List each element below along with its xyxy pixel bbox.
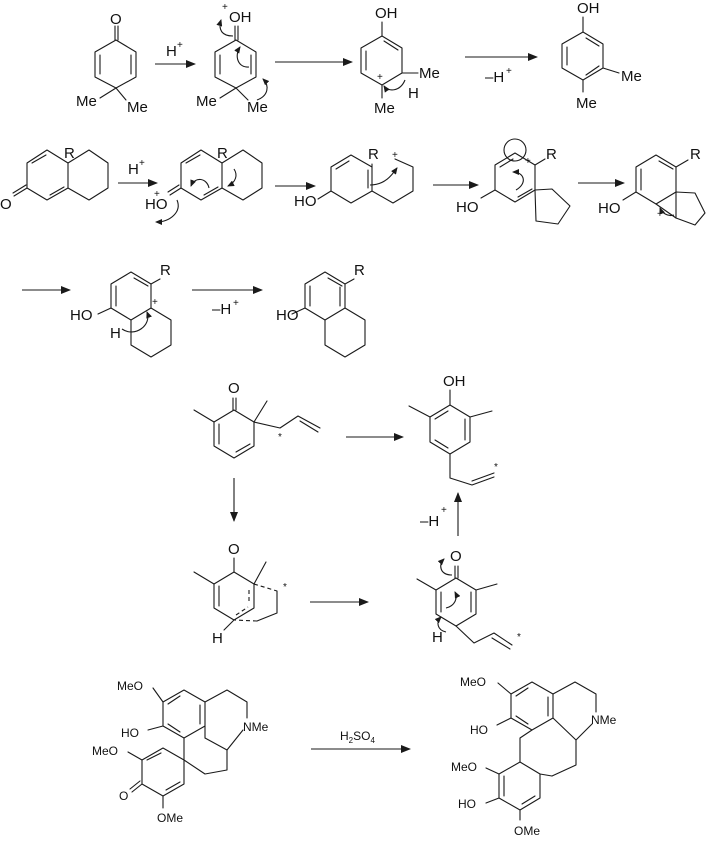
- molecule-cation-open: R + HO: [294, 146, 414, 210]
- svg-text:+: +: [506, 66, 512, 77]
- svg-text:+: +: [152, 297, 158, 308]
- svg-text:NMe: NMe: [243, 720, 269, 734]
- atom-label: Me: [76, 93, 97, 110]
- reaction-arrow: H +: [155, 40, 196, 68]
- svg-text:H: H: [432, 629, 443, 646]
- reaction-arrow-up: –H +: [420, 492, 462, 536]
- reaction-arrow: H2SO4: [311, 729, 411, 753]
- molecule-ring-expanded-cation: R + HO H: [70, 262, 172, 358]
- svg-text:*: *: [494, 462, 498, 473]
- svg-text:+: +: [377, 72, 383, 83]
- svg-text:–H: –H: [212, 301, 231, 318]
- molecule-dimethylcyclohexadienone: O Me Me: [76, 11, 148, 116]
- svg-text:R: R: [64, 145, 75, 162]
- svg-text:*: *: [283, 582, 287, 593]
- svg-text:R: R: [368, 146, 379, 163]
- svg-text:OH: OH: [229, 9, 252, 26]
- svg-text:+: +: [222, 2, 228, 13]
- svg-text:R: R: [546, 146, 557, 163]
- reaction-arrow: –H +: [465, 53, 538, 86]
- molecule-dibenzazecine: MeO HO NMe MeO HO OMe: [451, 675, 617, 838]
- svg-text:+: +: [233, 298, 239, 309]
- svg-text:OMe: OMe: [157, 811, 183, 825]
- svg-text:Me: Me: [576, 95, 597, 112]
- svg-text:O: O: [0, 196, 12, 213]
- svg-text:HO: HO: [276, 307, 299, 324]
- svg-text:MeO: MeO: [460, 675, 486, 689]
- svg-text:–H: –H: [485, 69, 504, 86]
- svg-text:Me: Me: [374, 100, 395, 117]
- svg-text:MeO: MeO: [117, 679, 143, 693]
- svg-text:R: R: [690, 146, 701, 163]
- atom-label: O: [110, 11, 122, 28]
- svg-text:MeO: MeO: [451, 760, 477, 774]
- molecule-protonated-dienone: + OH Me Me: [196, 2, 270, 116]
- molecule-bicyclic-dienone: R O: [0, 145, 109, 213]
- molecule-allyl-phenol: OH *: [408, 373, 498, 486]
- svg-text:Me: Me: [196, 93, 217, 110]
- svg-text:*: *: [278, 432, 282, 443]
- molecule-protonated-bicyclic: R HO +: [145, 145, 263, 225]
- svg-text:HO: HO: [145, 196, 168, 213]
- molecule-bridged-intermediate: O * H: [193, 541, 287, 647]
- svg-text:+: +: [139, 158, 145, 169]
- reagent-h2so4: H2SO4: [340, 729, 375, 745]
- svg-text:HO: HO: [294, 193, 317, 210]
- svg-text:OH: OH: [375, 5, 398, 22]
- svg-text:HO: HO: [70, 307, 93, 324]
- svg-text:O: O: [228, 380, 240, 397]
- svg-text:H: H: [128, 161, 139, 178]
- svg-text:Me: Me: [419, 65, 440, 82]
- molecule-allyl-dienone: O *: [193, 380, 321, 459]
- svg-text:MeO: MeO: [92, 744, 118, 758]
- svg-text:HO: HO: [598, 200, 621, 217]
- svg-text:HO: HO: [470, 723, 488, 737]
- svg-text:HO: HO: [458, 797, 476, 811]
- svg-text:+: +: [154, 189, 160, 200]
- svg-text:HO: HO: [121, 726, 139, 740]
- svg-text:H: H: [408, 85, 419, 102]
- reagent-label: H: [166, 43, 177, 60]
- svg-text:HO: HO: [456, 199, 479, 216]
- svg-text:NMe: NMe: [591, 713, 617, 727]
- svg-text:*: *: [517, 632, 521, 643]
- reaction-arrow: –H +: [192, 286, 263, 318]
- svg-text:R: R: [160, 262, 171, 279]
- molecule-para-cation: O * H: [416, 548, 521, 650]
- svg-text:H: H: [110, 325, 121, 342]
- reaction-arrow: H +: [118, 158, 158, 187]
- svg-text:OH: OH: [577, 0, 600, 17]
- svg-text:O: O: [450, 548, 462, 565]
- svg-text:OMe: OMe: [514, 824, 540, 838]
- molecule-tetrahydronaphthol: R HO: [276, 262, 366, 358]
- svg-text:OH: OH: [443, 373, 466, 390]
- molecule-cyclopropyl-cation: R HO +: [598, 146, 706, 226]
- svg-text:O: O: [228, 541, 240, 558]
- molecule-proaporphine: MeO HO NMe MeO O OMe: [92, 679, 269, 825]
- svg-text:Me: Me: [247, 99, 268, 116]
- atom-label: Me: [127, 99, 148, 116]
- svg-text:R: R: [354, 262, 365, 279]
- svg-text:–H: –H: [420, 513, 439, 530]
- molecule-dimethylphenol: OH Me Me: [561, 0, 642, 112]
- svg-text:R: R: [217, 145, 228, 162]
- reagent-sup: +: [177, 40, 183, 51]
- svg-text:+: +: [392, 150, 398, 161]
- molecule-spiro-cation: R + HO: [456, 138, 571, 225]
- svg-text:O: O: [119, 789, 128, 803]
- svg-text:H: H: [212, 630, 223, 647]
- molecule-cation-intermediate: OH Me H + Me: [360, 5, 440, 117]
- svg-text:+: +: [525, 156, 531, 167]
- svg-text:+: +: [441, 505, 447, 516]
- svg-text:Me: Me: [621, 68, 642, 85]
